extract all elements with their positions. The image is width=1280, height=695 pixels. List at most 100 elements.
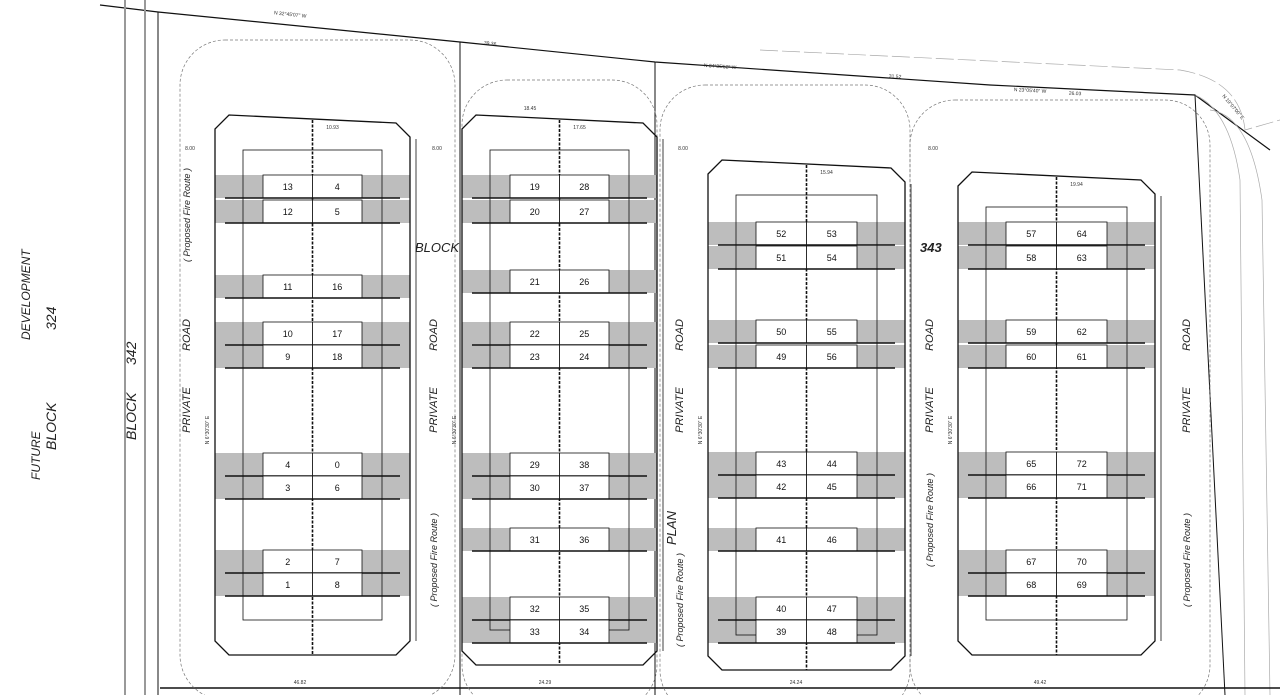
side-band <box>708 222 756 245</box>
side-bearing: N 6°30'30" E <box>698 415 704 444</box>
side-band <box>215 476 263 499</box>
side-band <box>958 550 1006 573</box>
plan-labels: FUTURE DEVELOPMENT BLOCK 324 BLOCK 342 B… <box>19 240 942 545</box>
unit-number: 43 <box>776 459 786 469</box>
unit-number: 21 <box>530 277 540 287</box>
unit-number: 46 <box>827 535 837 545</box>
existing-road-line <box>759 49 1280 131</box>
unit-number: 3 <box>285 483 290 493</box>
side-band <box>462 200 510 223</box>
unit-number: 35 <box>579 604 589 614</box>
unit-number: 48 <box>827 627 837 637</box>
unit-number: 7 <box>335 557 340 567</box>
road-label: ROAD <box>181 319 193 351</box>
unit-number: 9 <box>285 352 290 362</box>
side-band <box>609 528 657 551</box>
side-band <box>609 597 657 620</box>
side-band <box>857 452 905 475</box>
building-footprint <box>242 149 383 621</box>
road-label: ROAD <box>1181 319 1193 351</box>
side-band <box>857 320 905 343</box>
unit-number: 69 <box>1077 580 1087 590</box>
north-property-line <box>99 4 1271 151</box>
building-footprint <box>985 206 1128 621</box>
unit-number: 34 <box>579 627 589 637</box>
fire-route-label: ( Proposed Fire Route ) <box>1182 513 1192 607</box>
width-dimension: 10.93 <box>326 125 339 131</box>
side-band <box>215 175 263 198</box>
side-band <box>1107 475 1155 498</box>
distance-text: 24.24 <box>790 680 803 686</box>
road-label: ROAD <box>924 319 936 351</box>
distance-text: 46.82 <box>294 680 307 686</box>
unit-number: 12 <box>283 207 293 217</box>
unit-number: 23 <box>530 352 540 362</box>
distance-text: 24.29 <box>539 680 552 686</box>
unit-number: 36 <box>579 535 589 545</box>
side-band <box>362 573 410 596</box>
side-band <box>462 528 510 551</box>
width-dimension: 15.94 <box>820 170 833 176</box>
private-road-label: PRIVATE <box>1181 387 1193 433</box>
side-band <box>215 550 263 573</box>
block-342-label: BLOCK <box>123 392 139 440</box>
block-outline <box>461 114 658 666</box>
unit-number: 24 <box>579 352 589 362</box>
unit-number: 4 <box>285 460 290 470</box>
side-band <box>857 620 905 643</box>
private-road-label: PRIVATE <box>181 387 193 433</box>
unit-number: 56 <box>827 352 837 362</box>
fire-route-label: ( Proposed Fire Route ) <box>182 168 192 262</box>
unit-number: 16 <box>332 282 342 292</box>
side-band <box>215 322 263 345</box>
unit-number: 55 <box>827 327 837 337</box>
unit-number: 22 <box>530 329 540 339</box>
unit-number: 62 <box>1077 327 1087 337</box>
side-band <box>362 453 410 476</box>
private-road-label: PRIVATE <box>674 387 686 433</box>
setback-dimension: 8.00 <box>928 146 938 152</box>
unit-number: 50 <box>776 327 786 337</box>
unit-number: 45 <box>827 482 837 492</box>
side-band <box>462 597 510 620</box>
side-band <box>462 620 510 643</box>
side-band <box>215 200 263 223</box>
unit-number: 66 <box>1026 482 1036 492</box>
side-band <box>1107 452 1155 475</box>
fire-route-label: ( Proposed Fire Route ) <box>429 513 439 607</box>
side-band <box>215 345 263 368</box>
unit-number: 8 <box>335 580 340 590</box>
unit-number: 51 <box>776 253 786 263</box>
bearing-text: N 23°05'40" W <box>1014 87 1047 95</box>
distance-text: 31.52 <box>889 74 902 81</box>
side-band <box>958 573 1006 596</box>
side-band <box>708 597 756 620</box>
road-edge <box>909 99 1211 695</box>
road-label: ROAD <box>674 319 686 351</box>
unit-number: 29 <box>530 460 540 470</box>
unit-number: 30 <box>530 483 540 493</box>
unit-number: 65 <box>1026 459 1036 469</box>
side-band <box>958 452 1006 475</box>
unit-number: 17 <box>332 329 342 339</box>
unit-number: 25 <box>579 329 589 339</box>
block-outline <box>957 171 1156 656</box>
side-band <box>708 320 756 343</box>
side-band <box>215 453 263 476</box>
side-band <box>857 528 905 551</box>
side-band <box>462 476 510 499</box>
side-band <box>609 345 657 368</box>
unit-number: 5 <box>335 207 340 217</box>
east-road-labels: PRIVATE ROAD ( Proposed Fire Route ) <box>1181 319 1193 607</box>
side-band <box>708 528 756 551</box>
block-343-number: 343 <box>920 240 942 255</box>
unit-number: 68 <box>1026 580 1036 590</box>
side-bearing: N 6°30'30" E <box>205 415 211 444</box>
unit-number: 37 <box>579 483 589 493</box>
side-band <box>609 453 657 476</box>
unit-number: 64 <box>1077 229 1087 239</box>
distance-text: 18.45 <box>524 106 537 112</box>
